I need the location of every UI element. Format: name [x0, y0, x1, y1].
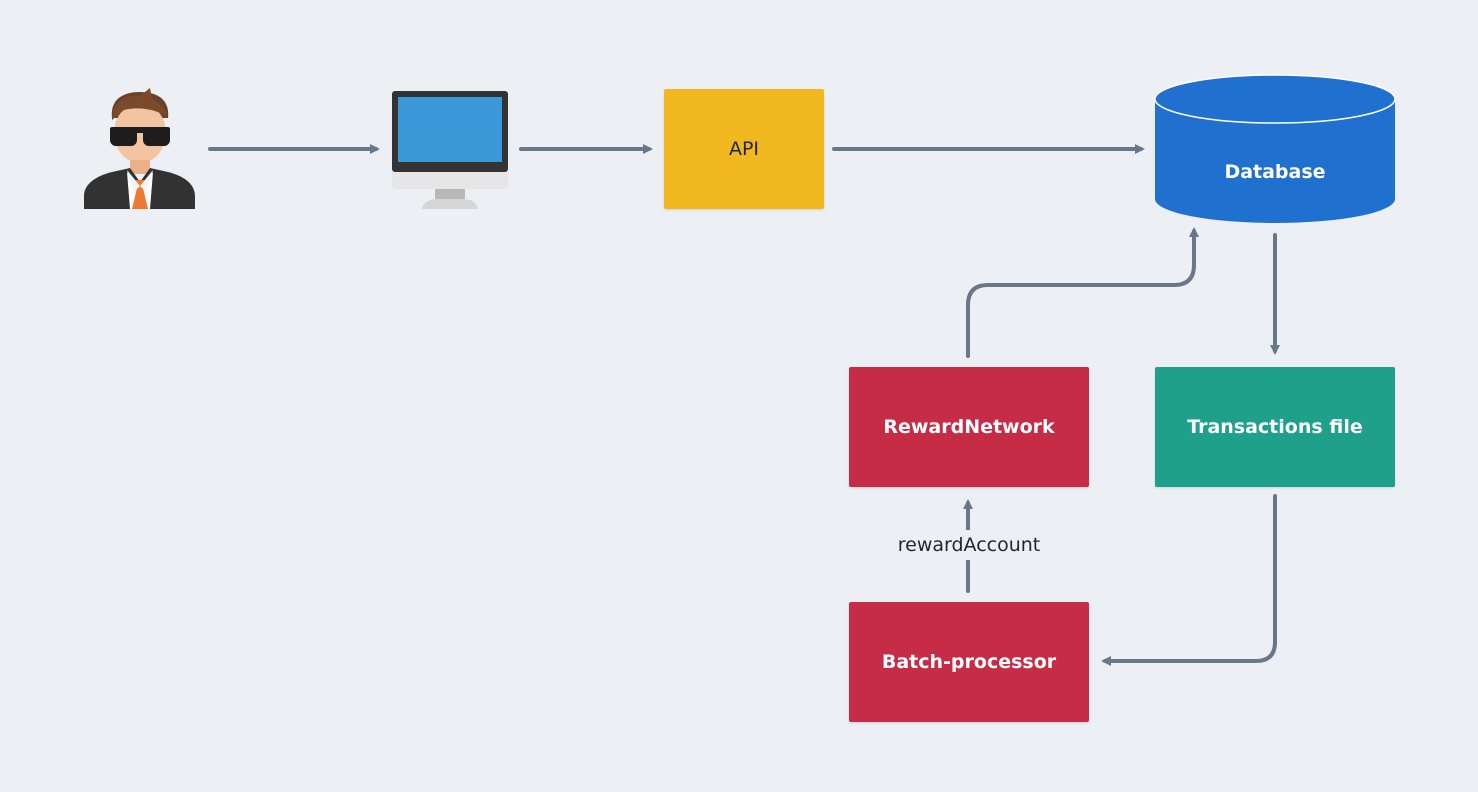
batch-processor-node: Batch-processor: [849, 602, 1089, 722]
monitor-icon: [392, 91, 508, 209]
arrow-transactions-file-to-batch-processor: [1101, 494, 1277, 666]
database-node-label: Database: [1224, 161, 1326, 183]
api-node: API: [664, 89, 824, 209]
reward-network-node: RewardNetwork: [849, 367, 1089, 487]
database-cylinder: [1154, 74, 1396, 223]
user-icon: [84, 88, 195, 209]
reward-account-edge-label: rewardAccount: [880, 530, 1058, 560]
transactions-file-node: Transactions file: [1155, 367, 1395, 487]
arrow-reward-network-to-database: [966, 227, 1199, 358]
